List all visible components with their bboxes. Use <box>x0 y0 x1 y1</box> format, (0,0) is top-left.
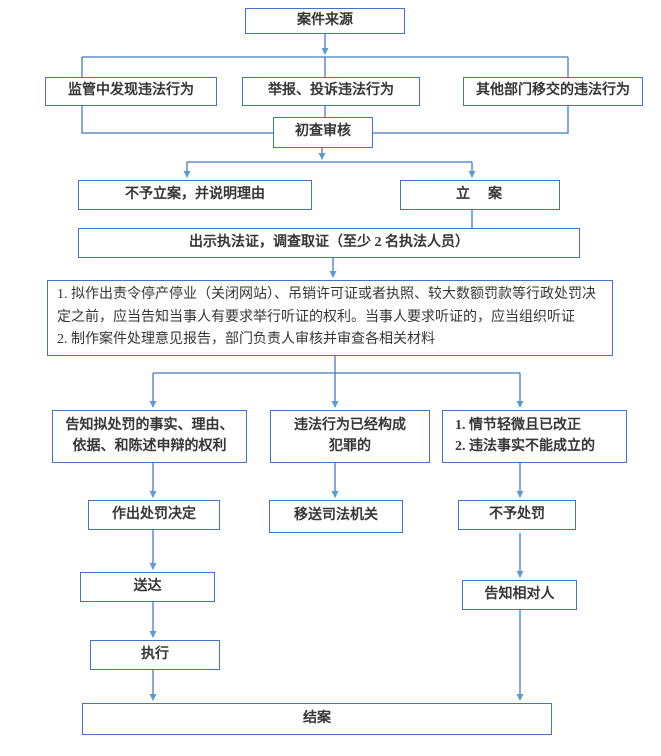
node-report-complaint: 举报、投诉违法行为 <box>242 77 420 106</box>
node-transfer-judicial: 移送司法机关 <box>269 500 403 533</box>
connector-supervision-to-review <box>81 106 273 134</box>
connector-transfer-to-review <box>373 106 569 134</box>
node-hearing-notice: 1. 拟作出责令停产停业（关闭网站）、吊销许可证或者执照、较大数额罚款等行政处罚… <box>47 280 613 356</box>
minor-line-2: 2. 违法事实不能成立的 <box>455 438 595 454</box>
inform-penalty-line-2: 依据、和陈述申辩的权利 <box>72 438 227 454</box>
inform-penalty-line-1: 告知拟处罚的事实、理由、 <box>65 418 234 434</box>
node-constitutes-crime: 违法行为已经构成 犯罪的 <box>270 410 430 463</box>
crime-line-2: 犯罪的 <box>329 438 371 454</box>
node-supervision-found: 监管中发现违法行为 <box>45 77 217 106</box>
node-case-source: 案件来源 <box>245 8 405 34</box>
hearing-item-1: 1. 拟作出责令停产停业（关闭网站）、吊销许可证或者执照、较大数额罚款等行政处罚… <box>57 287 596 325</box>
crime-line-1: 违法行为已经构成 <box>294 418 406 434</box>
node-penalty-decision: 作出处罚决定 <box>88 500 220 530</box>
hearing-item-2: 2. 制作案件处理意见报告，部门负责人审核并审查各相关材料 <box>57 332 435 348</box>
node-file-case: 立 案 <box>400 180 560 210</box>
node-execute: 执行 <box>90 640 220 670</box>
node-minor-or-unfounded: 1. 情节轻微且已改正 2. 违法事实不能成立的 <box>442 410 627 463</box>
minor-line-1: 1. 情节轻微且已改正 <box>455 418 581 434</box>
node-no-penalty: 不予处罚 <box>458 500 576 530</box>
node-other-dept-transfer: 其他部门移交的违法行为 <box>463 77 643 106</box>
node-inform-penalty-rights: 告知拟处罚的事实、理由、 依据、和陈述申辩的权利 <box>52 410 247 463</box>
node-notify-party: 告知相对人 <box>462 580 577 610</box>
node-close-case: 结案 <box>82 703 552 735</box>
node-initial-review: 初查审核 <box>273 117 373 148</box>
node-show-credentials-investigate: 出示执法证，调查取证（至少 2 名执法人员） <box>78 228 580 258</box>
node-no-case-filed: 不予立案，并说明理由 <box>78 180 312 210</box>
node-delivery: 送达 <box>80 572 215 602</box>
